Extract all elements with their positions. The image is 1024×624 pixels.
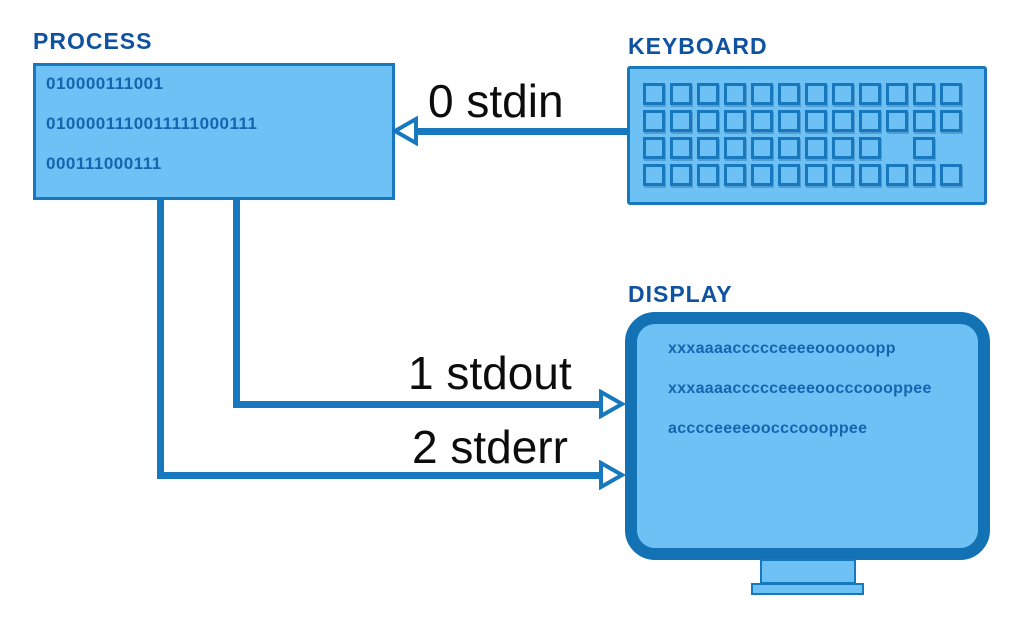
keyboard-key xyxy=(805,110,827,132)
screen-line-1: xxxaaaaccccceeeeoooooopp xyxy=(668,340,896,357)
stderr-arrowhead-icon xyxy=(599,460,625,490)
keyboard-key xyxy=(643,83,665,105)
stdin-label: 0 stdin xyxy=(428,75,564,127)
keyboard-key xyxy=(724,83,746,105)
keyboard-key xyxy=(751,110,773,132)
keyboard-key xyxy=(940,164,962,186)
keyboard-key xyxy=(832,110,854,132)
process-code-line-3: 000111000111 xyxy=(46,154,162,173)
keyboard-key xyxy=(832,83,854,105)
process-heading: PROCESS xyxy=(33,28,153,54)
stdout-label: 1 stdout xyxy=(408,347,572,399)
keyboard-key xyxy=(940,110,962,132)
monitor-base xyxy=(751,583,864,595)
keyboard-key xyxy=(859,164,881,186)
keyboard-key-row xyxy=(643,137,962,159)
display-screen-text: xxxaaaaccccceeeeoooooopp xxxaaaaccccceee… xyxy=(668,339,932,439)
keyboard-key xyxy=(886,83,908,105)
process-box: 010000111001 0100001110011111000111 0001… xyxy=(33,63,395,200)
keyboard-key xyxy=(697,164,719,186)
keyboard-key xyxy=(670,164,692,186)
keyboard-key xyxy=(832,164,854,186)
keyboard-key xyxy=(724,110,746,132)
keyboard-key xyxy=(886,164,908,186)
keyboard-key xyxy=(913,83,935,105)
keyboard-key-row xyxy=(643,110,962,132)
keyboard-key-row xyxy=(643,164,962,186)
keyboard-key xyxy=(832,137,854,159)
stdin-arrowhead-icon xyxy=(392,116,418,146)
keyboard-key xyxy=(886,110,908,132)
keyboard-key xyxy=(859,110,881,132)
keyboard-key xyxy=(670,83,692,105)
keyboard-key xyxy=(913,164,935,186)
keyboard-key xyxy=(697,137,719,159)
keyboard-key xyxy=(643,164,665,186)
keyboard-heading: KEYBOARD xyxy=(628,33,768,59)
process-code-line-1: 010000111001 xyxy=(46,74,164,93)
stderr-label: 2 stderr xyxy=(412,421,568,473)
keyboard-keys xyxy=(643,83,962,186)
keyboard-key xyxy=(778,137,800,159)
keyboard-key xyxy=(751,83,773,105)
process-code-text: 010000111001 0100001110011111000111 0001… xyxy=(46,74,258,174)
keyboard-key xyxy=(778,83,800,105)
stderr-connector-vertical xyxy=(157,198,164,479)
keyboard-key-gap xyxy=(886,137,908,159)
process-code-line-2: 0100001110011111000111 xyxy=(46,114,258,133)
keyboard-key xyxy=(697,83,719,105)
stdout-connector-horizontal xyxy=(233,401,601,408)
keyboard-key xyxy=(805,137,827,159)
keyboard-key xyxy=(751,137,773,159)
display-monitor: xxxaaaaccccceeeeoooooopp xxxaaaaccccceee… xyxy=(625,312,990,560)
keyboard-key xyxy=(724,137,746,159)
keyboard-key xyxy=(751,164,773,186)
screen-line-3: acccceeeeoocccoooppee xyxy=(668,420,868,437)
keyboard-key xyxy=(913,110,935,132)
monitor-stand xyxy=(760,559,856,584)
keyboard-key xyxy=(805,164,827,186)
stdout-arrowhead-icon xyxy=(599,389,625,419)
stdout-connector-vertical xyxy=(233,198,240,408)
keyboard-key xyxy=(643,137,665,159)
screen-line-2: xxxaaaaccccceeeeoocccoooppee xyxy=(668,380,932,397)
keyboard-key xyxy=(670,137,692,159)
keyboard-key xyxy=(724,164,746,186)
keyboard-key xyxy=(805,83,827,105)
keyboard-key xyxy=(643,110,665,132)
keyboard-key xyxy=(913,137,935,159)
keyboard-key xyxy=(697,110,719,132)
keyboard-key-row xyxy=(643,83,962,105)
display-heading: DISPLAY xyxy=(628,281,733,307)
keyboard-key xyxy=(670,110,692,132)
keyboard-key xyxy=(778,110,800,132)
stderr-connector-horizontal xyxy=(157,472,601,479)
keyboard-key xyxy=(778,164,800,186)
stdin-arrow-line xyxy=(414,128,627,135)
keyboard-key xyxy=(859,137,881,159)
keyboard-key xyxy=(859,83,881,105)
keyboard-key xyxy=(940,83,962,105)
